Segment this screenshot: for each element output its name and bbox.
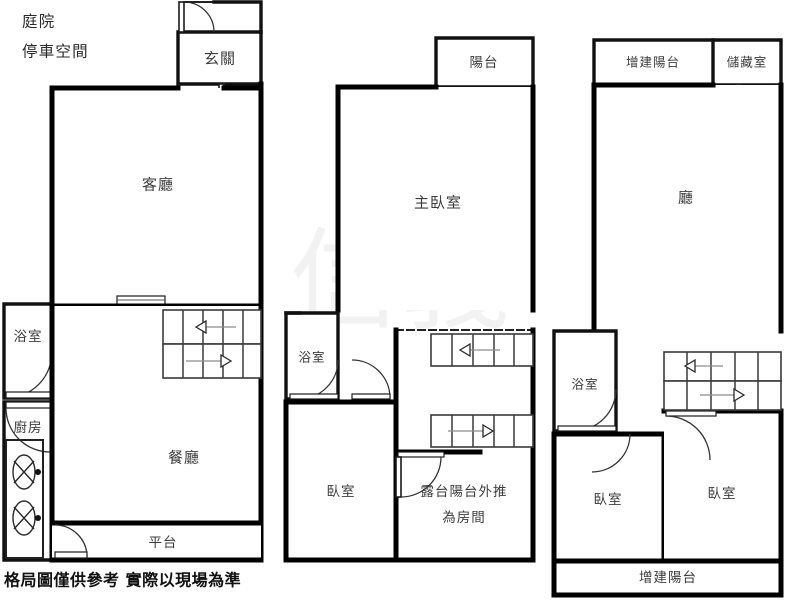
ext-balcony-bottom-side-walls — [551, 558, 784, 598]
kitchen-label: 廚房 — [14, 419, 43, 436]
bathroom-2f-walls — [284, 311, 340, 401]
bedroom-3f-right-door-threshold — [665, 410, 717, 417]
entry-foyer-area — [178, 32, 261, 84]
bedroom-2f-label: 臥室 — [327, 483, 356, 500]
bedroom-2f-area — [286, 402, 396, 560]
terrace-room-door-swing — [400, 456, 442, 498]
living-room-area — [52, 88, 261, 304]
floor-1-group: 玄關 客廳 浴室 — [2, 0, 264, 563]
balcony-2f-area — [436, 38, 533, 87]
staircase-2f-lower — [430, 414, 534, 448]
bedroom-3f-left-area — [554, 434, 664, 561]
terrace-room-door-threshold — [397, 451, 445, 458]
bathroom-1f-door-leaf — [5, 391, 53, 399]
foyer-top-right-wall — [212, 0, 263, 34]
balcony-2f-label: 陽台 — [470, 55, 499, 71]
bathroom-1f-label: 浴室 — [14, 328, 43, 345]
ext-balcony-top-area — [594, 40, 713, 85]
staircase-2f-upper — [430, 333, 534, 367]
parking-label: 停車空間 — [22, 43, 89, 61]
kitchen-counter — [5, 439, 44, 559]
bathroom-3f-walls — [552, 329, 618, 433]
storage-room-label: 儲藏室 — [727, 55, 768, 70]
hall-3f-label: 廳 — [678, 189, 694, 207]
bedroom-3f-right-area — [664, 411, 781, 561]
floor-3-group: 增建陽台 儲藏室 廳 浴室 臥室 — [551, 38, 784, 598]
entry-foyer-label: 玄關 — [204, 50, 236, 68]
bathroom-2f-label: 浴室 — [298, 350, 325, 365]
stove-burner-lower — [12, 500, 41, 536]
storage-room-walls — [711, 38, 783, 87]
floor-2-group: 陽台 主臥室 浴室 臥室 — [283, 36, 536, 563]
staircase-1f — [162, 309, 262, 379]
ext-balcony-bottom-area — [554, 561, 781, 595]
ext-balcony-bottom-label: 增建陽台 — [639, 570, 697, 586]
yard-label: 庭院 — [22, 12, 55, 31]
hall-3f-area — [594, 85, 781, 331]
stove-burner-upper — [12, 454, 41, 490]
bedroom-3f-right-door-swing — [665, 415, 711, 461]
platform-label: 平台 — [149, 535, 178, 551]
dining-room-label: 餐廳 — [168, 449, 200, 467]
master-bedroom-label: 主臥室 — [414, 194, 462, 212]
terrace-room-label-line2: 為房間 — [442, 510, 486, 526]
hall-2f-door-swing-upper — [351, 359, 391, 399]
terrace-room-door-leaf — [395, 456, 402, 498]
hall-2f-door-leaf-upper — [351, 393, 391, 400]
foyer-outer-door-leaf — [178, 1, 185, 33]
living-room-label: 客廳 — [142, 176, 174, 194]
storage-room-area — [713, 40, 781, 85]
master-bedroom-area — [338, 87, 533, 310]
bathroom-2f-door-leaf — [289, 393, 339, 400]
ext-balcony-top-label: 增建陽台 — [626, 55, 680, 70]
bedroom-3f-left-label: 臥室 — [594, 491, 623, 508]
bathroom-1f-area — [4, 304, 52, 398]
bathroom-3f-label: 浴室 — [571, 377, 598, 392]
bathroom-3f-door-leaf — [557, 425, 617, 432]
bathroom-3f-area — [554, 331, 616, 431]
kitchen-door-leaf — [5, 401, 53, 409]
bedroom-3f-left-door-swing — [591, 433, 631, 473]
disclaimer-text: 格局圖僅供參考 實際以現場為準 — [4, 571, 241, 590]
terrace-room-label-line1: 露台陽台外推 — [421, 484, 508, 500]
platform-door-leaf — [54, 551, 88, 559]
staircase-3f — [663, 351, 782, 411]
bedroom-3f-right-label: 臥室 — [708, 485, 737, 502]
